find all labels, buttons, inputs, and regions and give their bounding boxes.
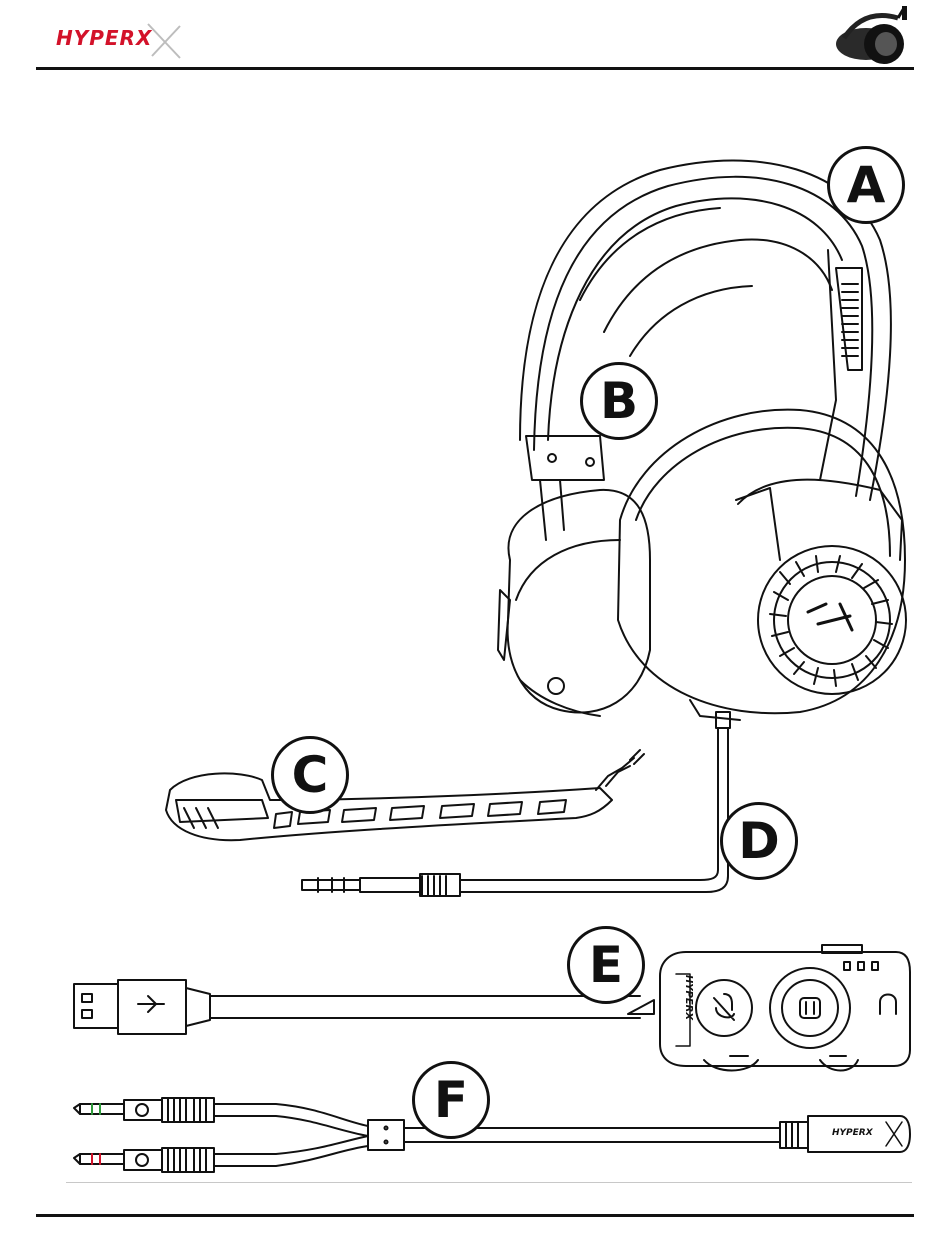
mic-mute-icon: [714, 994, 734, 1020]
callout-a-label: A: [847, 160, 886, 210]
callout-a: A: [827, 146, 905, 224]
callout-b-label: B: [600, 376, 638, 426]
callout-f-label: F: [434, 1075, 468, 1125]
left-earcup: [498, 490, 650, 716]
headphone-icon: [880, 995, 896, 1015]
usb-audio-control-box: [74, 945, 910, 1071]
headband-adjuster: [526, 436, 604, 540]
usb-icon: [138, 996, 164, 1012]
headphone-icon: [136, 1104, 148, 1116]
callout-c-label: C: [292, 750, 329, 800]
mic-jack-icon: [136, 1154, 148, 1166]
callout-b: B: [580, 362, 658, 440]
callout-d-label: D: [738, 816, 780, 866]
callout-d: D: [720, 802, 798, 880]
splitter-adapter: [74, 1098, 910, 1172]
control-box-brand: HYPERX: [683, 975, 694, 1020]
surround-sound-icon: [800, 998, 820, 1018]
footer-rule: [36, 1214, 914, 1217]
footer-thin-rule: [66, 1182, 912, 1183]
microphone-boom: [166, 750, 644, 840]
callout-e-label: E: [589, 940, 623, 990]
splitter-brand: HYPERX: [832, 1128, 873, 1138]
headset-cable: [302, 712, 730, 896]
callout-c: C: [271, 736, 349, 814]
callout-f: F: [412, 1061, 490, 1139]
callout-e: E: [567, 926, 645, 1004]
headband: [520, 161, 891, 500]
